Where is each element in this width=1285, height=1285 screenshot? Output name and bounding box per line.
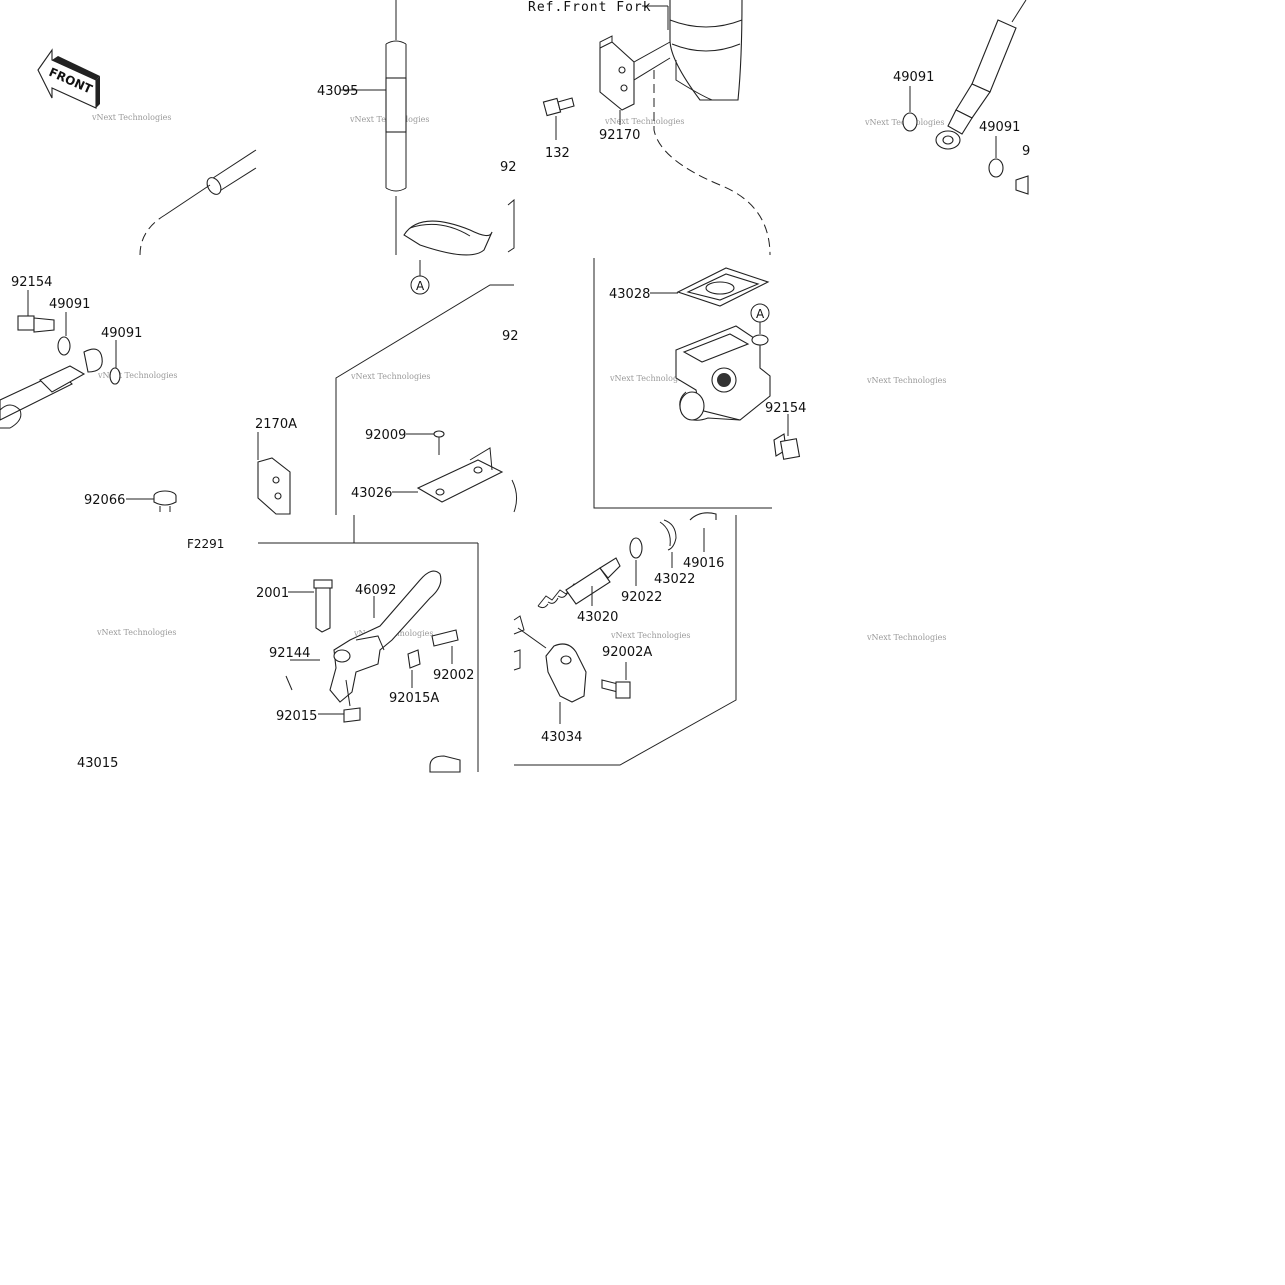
watermark: vNext Technologies <box>866 633 946 642</box>
watermark: vNext Technologies <box>91 113 171 122</box>
part-label-49016: 49016 <box>683 556 724 571</box>
part-label-43026: 43026 <box>351 486 392 501</box>
banjo-bolt-92154 <box>773 414 801 460</box>
hose-route-dashed <box>653 70 771 256</box>
piston-kit <box>537 512 717 609</box>
part-label-49091: 49091 <box>893 70 934 85</box>
master-cylinder-frame <box>258 258 772 772</box>
part-label-92066: 92066 <box>84 493 125 508</box>
reservoir-diaphragm-43028 <box>650 267 770 307</box>
part-label-92154: 92154 <box>765 401 806 416</box>
cap-92066 <box>126 490 177 512</box>
front-direction-badge: FRONT <box>37 48 100 109</box>
part-label-43034: 43034 <box>541 730 582 745</box>
part-label-92002: 92002 <box>433 668 474 683</box>
callout-a-left: A <box>416 279 425 293</box>
part-label-92015: 92015 <box>276 709 317 724</box>
bolt-132 <box>542 97 575 140</box>
part-label-43095: 43095 <box>317 84 358 99</box>
bracket-92170A <box>257 432 291 515</box>
part-label-43028: 43028 <box>609 287 650 302</box>
part-label-49091: 49091 <box>979 120 1020 135</box>
watermark: vNext Technologies <box>866 376 946 385</box>
watermark: vNext Technologies <box>97 371 177 380</box>
part-label-49091: 49091 <box>49 297 90 312</box>
front-fork-reference <box>642 0 743 101</box>
part-label-46092: 46092 <box>355 583 396 598</box>
brake-lever-assembly <box>285 570 461 773</box>
reservoir-cap-assembly <box>392 430 518 513</box>
watermark: vNext Technologies <box>609 374 689 383</box>
brake-hose-right-upper <box>902 0 1029 195</box>
part-label-92154: 92154 <box>11 275 52 290</box>
callout-a-right: A <box>756 307 765 321</box>
part-label-9: 9 <box>1022 144 1030 159</box>
part-label-92022: 92022 <box>621 590 662 605</box>
part-label-92002A: 92002A <box>602 645 652 660</box>
part-label-92: 92 <box>500 160 517 175</box>
part-label-92009: 92009 <box>365 428 406 443</box>
handlebar-clamp-43034 <box>513 615 587 724</box>
watermark: vNext Technologies <box>96 628 176 637</box>
part-label-43015: 43015 <box>77 756 118 771</box>
bolt-92002A <box>601 662 631 699</box>
figure-code: F2291 <box>187 537 224 551</box>
part-label-132: 132 <box>545 146 570 161</box>
brake-hose-upper <box>385 0 407 255</box>
part-label-2001: 2001 <box>256 586 289 601</box>
hose-clamp-bracket: A <box>403 198 515 295</box>
hose-bracket-92170 <box>599 35 671 125</box>
part-label-92: 92 <box>502 329 519 344</box>
part-label-43022: 43022 <box>654 572 695 587</box>
part-label-92015A: 92015A <box>389 691 439 706</box>
part-label-92144: 92144 <box>269 646 310 661</box>
master-cylinder-body: A <box>675 303 771 421</box>
part-label-43020: 43020 <box>577 610 618 625</box>
watermark: vNext Technologies <box>350 372 430 381</box>
watermark: vNext Technologies <box>604 117 684 126</box>
banjo-assembly-left <box>0 290 121 429</box>
watermark: vNext Technologies <box>610 631 690 640</box>
brake-hose-left-upper <box>139 149 257 256</box>
part-label-2170A: 2170A <box>255 417 297 432</box>
ref-front-fork-label: Ref.Front Fork <box>528 0 652 15</box>
part-label-92170: 92170 <box>599 128 640 143</box>
part-label-49091: 49091 <box>101 326 142 341</box>
